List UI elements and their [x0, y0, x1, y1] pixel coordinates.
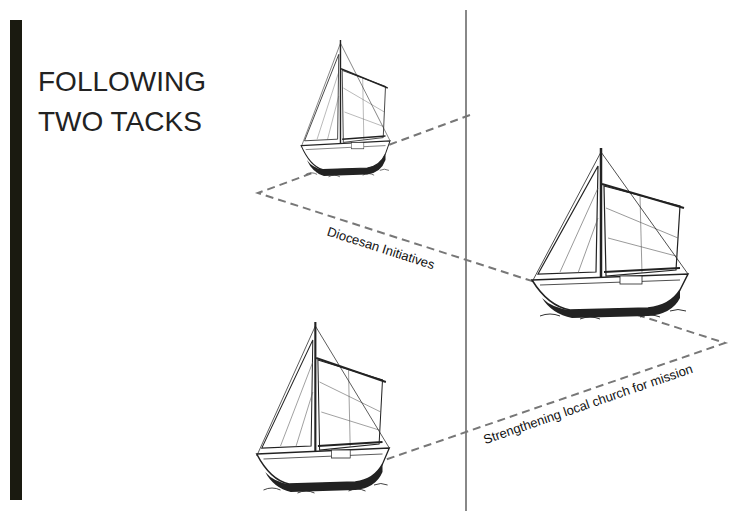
- side-bar: [10, 20, 22, 500]
- sailboat: [301, 40, 390, 177]
- diagram-title: FOLLOWING TWO TACKS: [38, 62, 206, 142]
- tack-label: Strengthening local church for mission: [479, 360, 696, 447]
- tack-label: Diocesan Initiatives: [323, 223, 438, 273]
- sailboat: [257, 322, 390, 493]
- sailboat: [532, 148, 688, 319]
